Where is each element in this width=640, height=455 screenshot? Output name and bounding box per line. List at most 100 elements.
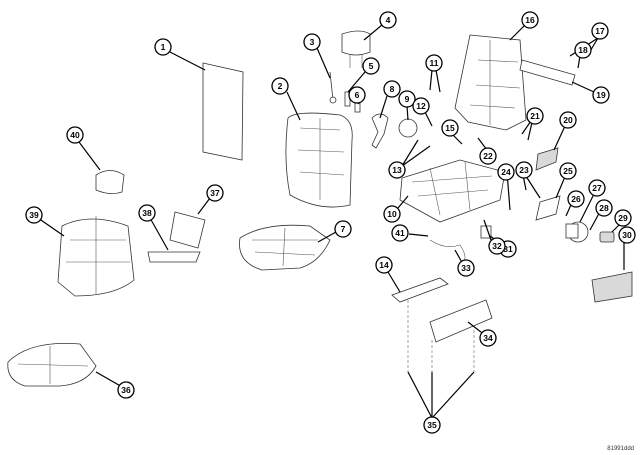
part-3-pin-head [329,96,337,104]
callout-2: 2 [271,77,289,95]
leader-35c [431,371,475,419]
callout-30: 30 [618,226,636,244]
callout-33: 33 [457,259,475,277]
drawing-id-label: 81991ddd [607,446,634,452]
callout-34-label: 34 [483,333,493,343]
callout-30-label: 30 [622,230,632,240]
callout-13: 13 [388,161,406,179]
callout-16-label: 16 [525,15,535,25]
leader-10 [397,195,409,209]
leader-13a [401,145,431,167]
part-9-disk [398,118,418,138]
callout-37-label: 37 [210,188,220,198]
callout-14: 14 [375,256,393,274]
callout-4-label: 4 [386,15,391,25]
callout-6-label: 6 [355,90,360,100]
callout-11: 11 [425,54,443,72]
callout-39: 39 [25,206,43,224]
callout-40: 40 [66,126,84,144]
callout-17-label: 17 [595,26,605,36]
part-36-seam [17,346,89,384]
callout-2-label: 2 [278,81,283,91]
callout-41-label: 41 [395,228,405,238]
callout-8-label: 8 [390,84,395,94]
leader-20 [553,125,566,151]
callout-6: 6 [348,86,366,104]
part-3-pin [329,71,334,101]
callout-15: 15 [441,119,459,137]
callout-29-label: 29 [618,213,628,223]
callout-18-label: 18 [578,45,588,55]
callout-22: 22 [479,147,497,165]
callout-25-label: 25 [563,166,573,176]
part-drawings [7,30,633,387]
part-8-recliner [371,113,389,149]
callout-19-label: 19 [596,90,606,100]
callout-41: 41 [391,224,409,242]
part-10-frame-detail [411,161,493,216]
part-34-outer-track [429,299,493,343]
callout-7: 7 [334,220,352,238]
leader-8 [379,95,388,119]
callout-3-label: 3 [310,37,315,47]
part-16-frame-detail [469,40,521,125]
callout-27: 27 [588,179,606,197]
callout-28: 28 [595,199,613,217]
leader-32 [483,219,492,241]
callout-19: 19 [592,86,610,104]
callout-5: 5 [362,57,380,75]
leader-4 [363,24,383,41]
leader-1 [169,51,206,71]
part-10-seat-frame [399,159,506,223]
leader-18 [577,55,581,69]
callout-39-label: 39 [29,210,39,220]
leader-2 [286,91,301,121]
callout-14-label: 14 [379,260,389,270]
part-38-pad [147,251,201,263]
leader-39 [37,217,65,237]
leader-3 [316,47,331,79]
callout-37: 37 [206,184,224,202]
callout-15-label: 15 [445,123,455,133]
leader-40 [75,137,101,171]
callout-20: 20 [559,111,577,129]
callout-5-label: 5 [369,61,374,71]
leader-11a [429,69,433,91]
callout-40-label: 40 [70,130,80,140]
leader-37 [197,197,211,215]
part-2-seam [297,118,345,200]
part-19-bracket [519,59,576,86]
callout-28-label: 28 [599,203,609,213]
callout-13-label: 13 [392,165,402,175]
callout-3: 3 [303,33,321,51]
part-25-shield [535,195,561,221]
callout-20-label: 20 [563,115,573,125]
callout-16: 16 [521,11,539,29]
leader-9 [406,105,409,121]
leader-5 [347,71,366,93]
part-14-track [391,277,449,303]
callout-1-label: 1 [161,42,166,52]
callout-36-label: 36 [121,385,131,395]
callout-29: 29 [614,209,632,227]
callout-4: 4 [379,11,397,29]
part-7-seat-cushion [239,224,331,271]
part-28-motor [565,223,579,239]
part-29-knob [599,231,615,243]
callout-24: 24 [497,163,515,181]
callout-11-label: 11 [430,58,439,68]
callout-26-label: 26 [571,194,581,204]
leader-35a [407,371,433,419]
part-16-back-frame [454,34,527,131]
callout-18: 18 [574,41,592,59]
callout-32: 32 [488,237,506,255]
callout-9: 9 [398,90,416,108]
callout-31-label: 31 [503,244,513,254]
part-39-seam [66,216,130,294]
callout-35-label: 35 [427,420,437,430]
callout-9-label: 9 [405,94,410,104]
callout-25: 25 [559,162,577,180]
callout-12: 12 [412,97,430,115]
